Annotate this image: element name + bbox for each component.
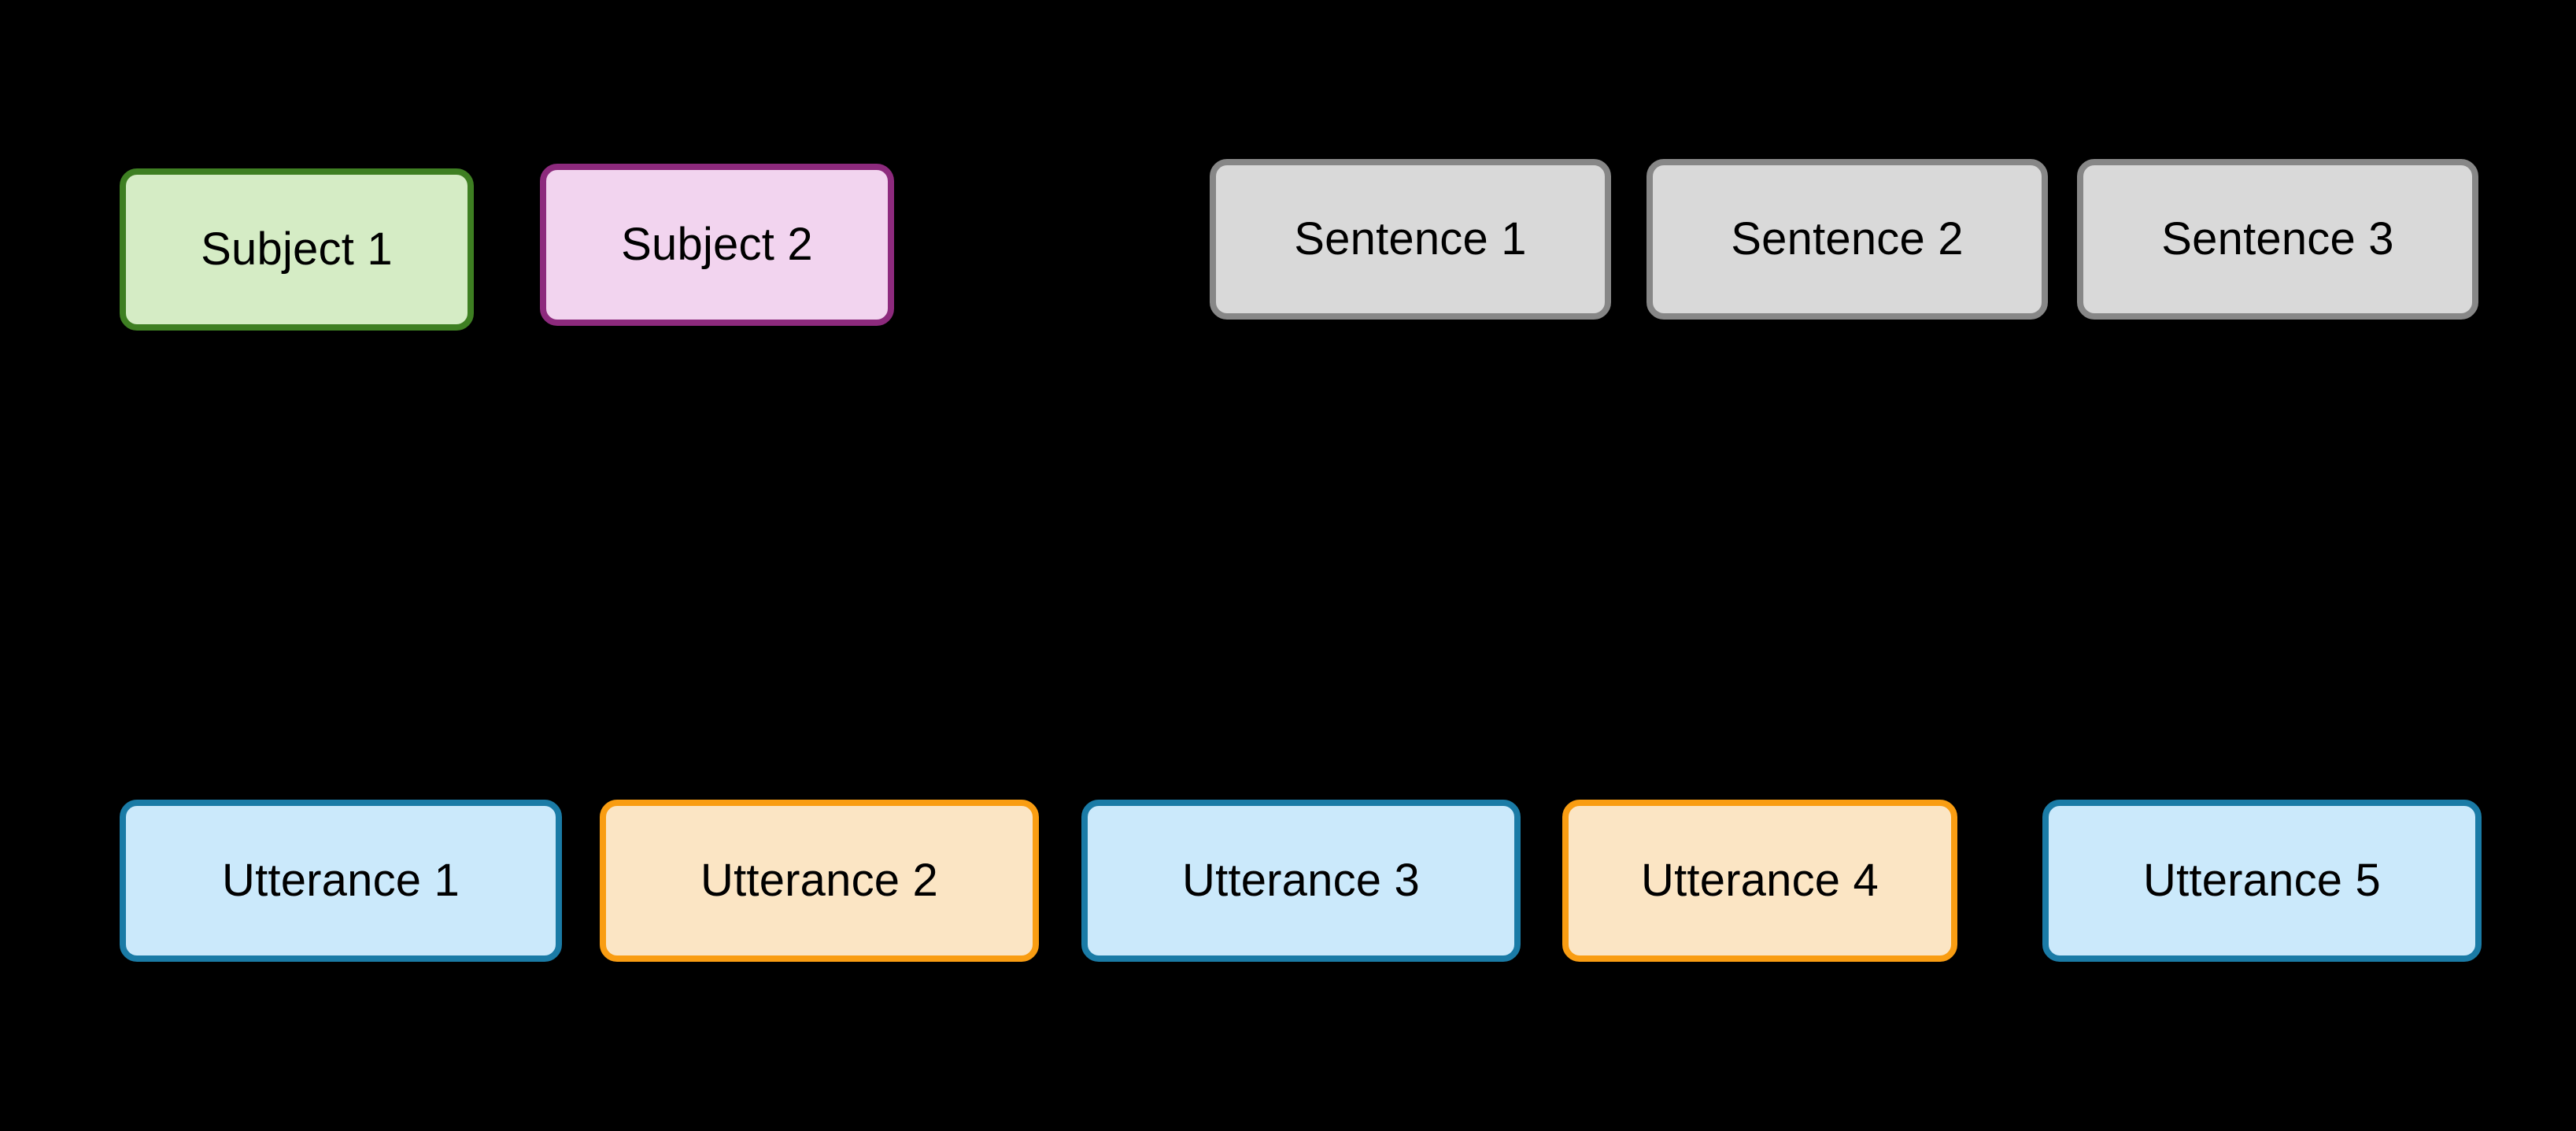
edge-sentence1-utterance1 [329, 319, 1413, 804]
node-subject-2[interactable]: Subject 2 [540, 164, 894, 326]
node-label: Utterance 1 [221, 855, 460, 906]
edge-paths [294, 319, 2280, 804]
edge-subject1-utterance3 [294, 330, 1313, 804]
node-utterance-3[interactable]: Utterance 3 [1081, 800, 1521, 962]
node-label: Utterance 2 [700, 855, 939, 906]
edge-subject2-utterance4 [715, 325, 1772, 804]
edge-sentence2-utterance3 [1289, 319, 1850, 804]
node-label: Sentence 2 [1731, 213, 1964, 264]
node-label: Sentence 3 [2161, 213, 2394, 264]
edge-subject1-utterance5 [294, 330, 2274, 804]
node-sentence-3[interactable]: Sentence 3 [2077, 159, 2478, 320]
node-utterance-1[interactable]: Utterance 1 [120, 800, 562, 962]
node-label: Subject 2 [621, 219, 813, 270]
node-subject-1[interactable]: Subject 1 [120, 168, 474, 331]
node-label: Subject 1 [201, 224, 393, 275]
node-utterance-4[interactable]: Utterance 4 [1562, 800, 1957, 962]
edge-subject1-utterance1 [294, 330, 353, 804]
node-label: Utterance 4 [1640, 855, 1879, 906]
edge-subject2-utterance2 [715, 325, 831, 804]
node-sentence-2[interactable]: Sentence 2 [1646, 159, 2048, 320]
node-label: Utterance 5 [2142, 855, 2382, 906]
edge-sentence1-utterance2 [808, 319, 1413, 804]
edge-sentence3-utterance5 [2250, 319, 2280, 804]
node-sentence-1[interactable]: Sentence 1 [1210, 159, 1611, 320]
edge-sentence2-utterance4 [1748, 319, 1850, 804]
node-utterance-5[interactable]: Utterance 5 [2042, 800, 2482, 962]
node-utterance-2[interactable]: Utterance 2 [600, 800, 1039, 962]
node-label: Sentence 1 [1294, 213, 1527, 264]
node-label: Utterance 3 [1181, 855, 1421, 906]
